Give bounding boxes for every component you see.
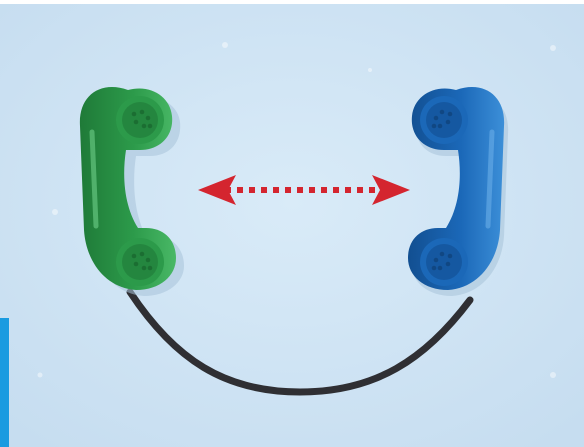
left-edge-strip xyxy=(0,318,9,447)
